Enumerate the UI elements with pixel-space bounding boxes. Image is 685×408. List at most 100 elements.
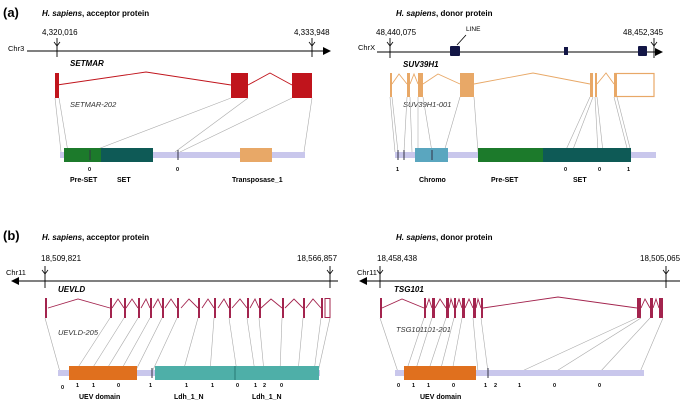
- species-name: H. sapiens: [396, 233, 437, 242]
- phase-label: 1: [211, 383, 214, 389]
- phase-label: 1: [484, 383, 487, 389]
- phase-label: 0: [280, 383, 283, 389]
- svg-text:H. sapiens, donor protein: H. sapiens, donor protein: [396, 9, 493, 18]
- protein-setmar: [60, 148, 305, 162]
- phase-label: 0: [553, 383, 556, 389]
- phase-label: 0: [564, 167, 567, 173]
- line-element: [638, 46, 647, 56]
- protein-bar: [395, 370, 644, 376]
- exon-protein-mapping: [379, 317, 664, 373]
- exon-protein-mapping: [389, 96, 632, 153]
- line-element: [450, 46, 460, 56]
- domain-label: Pre-SET: [70, 177, 98, 184]
- domain-ldh: [235, 366, 319, 380]
- phase-label: 1: [254, 383, 257, 389]
- phase-label: 1: [185, 383, 188, 389]
- coord-end: 18,566,857: [297, 254, 338, 263]
- panel-a-left-heading: H. sapiens, acceptor protein: [42, 9, 149, 18]
- transcript-name: TSG101101-201: [396, 325, 451, 334]
- phase-label: 1: [627, 167, 630, 173]
- phase-label: 1: [518, 383, 521, 389]
- exon: [407, 73, 410, 97]
- domain-label: SET: [117, 177, 131, 184]
- domain-uev: [404, 366, 476, 380]
- phase-label: 0: [397, 383, 400, 389]
- exon: [418, 73, 423, 97]
- phase-label: 0: [598, 167, 601, 173]
- exon: [590, 73, 593, 97]
- phase-label: 1: [76, 383, 79, 389]
- phase-label: 2: [494, 383, 497, 389]
- panel-a-right-heading: H. sapiens, donor protein: [396, 9, 493, 18]
- domain-label: Transposase_1: [232, 177, 283, 184]
- domain-set: [101, 148, 153, 162]
- coord-start: 48,440,075: [376, 28, 417, 37]
- domain-ldh: [155, 366, 235, 380]
- exon: [595, 73, 597, 97]
- phase-label: 0: [117, 383, 120, 389]
- phase-label: 0: [176, 167, 179, 173]
- domain-uev: [69, 366, 137, 380]
- species-name: H. sapiens: [396, 9, 437, 18]
- protein-bar: [60, 152, 305, 158]
- exon: [460, 73, 474, 97]
- utr-exon: [614, 72, 655, 98]
- protein-uevld: [58, 366, 320, 380]
- species-name: H. sapiens: [42, 9, 83, 18]
- domain-label: Ldh_1_N: [174, 394, 204, 401]
- gene-name: UEVLD: [58, 285, 85, 294]
- coord-end: 4,333,948: [294, 28, 330, 37]
- phase-label: 1: [427, 383, 430, 389]
- phase-label: 1: [396, 167, 399, 173]
- domain-preset: [64, 148, 101, 162]
- domain-preset: [478, 148, 543, 162]
- protein-role: , acceptor protein: [82, 9, 149, 18]
- transcript-name: SETMAR-202: [70, 100, 117, 109]
- line-label: LINE: [466, 26, 481, 33]
- domain-label: UEV domain: [79, 394, 120, 401]
- exon: [55, 73, 59, 98]
- protein-role: , acceptor protein: [82, 233, 149, 242]
- domain-label: Chromo: [419, 177, 446, 184]
- phase-label: 1: [92, 383, 95, 389]
- gene-name: TSG101: [394, 285, 424, 294]
- transcript-name: SUV39H1-001: [403, 100, 451, 109]
- phase-label: 0: [61, 385, 64, 391]
- coord-start: 4,320,016: [42, 28, 78, 37]
- protein-role: , donor protein: [436, 233, 493, 242]
- protein-role: , donor protein: [436, 9, 493, 18]
- coord-end: 48,452,345: [623, 28, 664, 37]
- panel-b-right-heading: H. sapiens, donor protein: [396, 233, 493, 242]
- coord-start: 18,509,821: [41, 254, 82, 263]
- phase-label: 0: [88, 167, 91, 173]
- domain-label: SET: [573, 177, 587, 184]
- svg-text:H. sapiens, donor protein: H. sapiens, donor protein: [396, 233, 493, 242]
- svg-text:H. sapiens, acceptor protein: H. sapiens, acceptor protein: [42, 9, 149, 18]
- domain-set: [543, 148, 631, 162]
- line-element: [564, 47, 568, 55]
- transcript-setmar: [55, 71, 312, 98]
- exon-protein-mapping: [44, 317, 331, 373]
- phase-label: 1: [149, 383, 152, 389]
- gene-name: SETMAR: [70, 59, 104, 68]
- exon: [231, 73, 248, 98]
- protein-tsg101: [395, 366, 644, 380]
- panel-b-left-heading: H. sapiens, acceptor protein: [42, 233, 149, 242]
- chromosome-label: ChrX: [358, 43, 375, 52]
- domain-transposase: [240, 148, 272, 162]
- chromosome-label: Chr11: [357, 268, 377, 277]
- coord-start: 18,458,438: [377, 254, 418, 263]
- phase-label: 0: [452, 383, 455, 389]
- protein-suv39h1: [395, 148, 656, 162]
- phase-label: 0: [236, 383, 239, 389]
- exon-protein-mapping: [54, 97, 313, 153]
- domain-label: Pre-SET: [491, 177, 519, 184]
- domain-label: Ldh_1_N: [252, 394, 282, 401]
- transcript-suv39h1: [390, 72, 655, 98]
- transcript-uevld: [45, 297, 331, 318]
- phase-label: 2: [263, 383, 266, 389]
- coord-end: 18,505,065: [640, 254, 681, 263]
- species-name: H. sapiens: [42, 233, 83, 242]
- transcript-name: UEVLD-205: [58, 328, 99, 337]
